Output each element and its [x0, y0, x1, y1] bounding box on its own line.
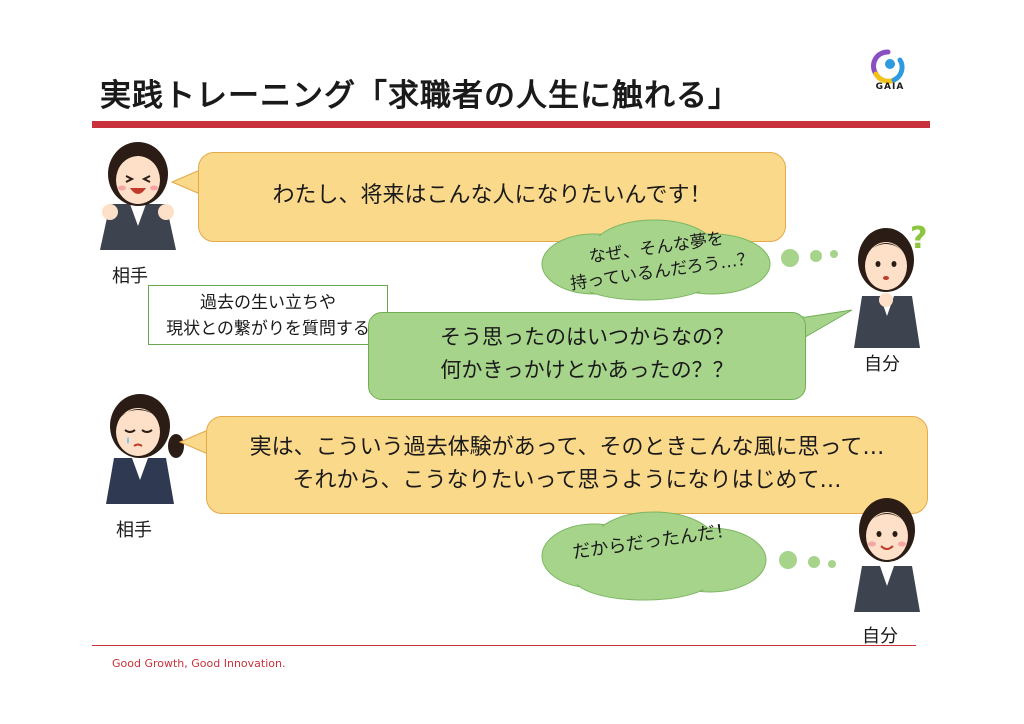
speech-text: わたし、将来はこんな人になりたいんです！ [272, 183, 712, 208]
self-label: 自分 [864, 354, 900, 375]
footer-rule [92, 645, 916, 646]
slide-title: 実践トレーニング「求職者の人生に触れる」 [100, 78, 740, 114]
title-underline [92, 121, 930, 128]
speech-text: 実は、こういう過去体験があって、そのときこんな風に思って… それから、こうなりた… [249, 435, 885, 493]
speech-tail [798, 309, 853, 342]
self-thinking-illustration: ? [854, 221, 927, 348]
self-label: 自分 [862, 626, 898, 647]
footer-tagline: Good Growth, Good Innovation. [112, 657, 286, 670]
question-text: そう思ったのはいつからなの？ 何かきっかけとかあったの？？ [440, 325, 734, 382]
partner-label: 相手 [112, 266, 148, 287]
self-question-bubble: そう思ったのはいつからなの？ 何かきっかけとかあったの？？ [368, 312, 806, 400]
logo-text: GAIA [875, 82, 905, 92]
partner-speech-bubble-2: 実は、こういう過去体験があって、そのときこんな風に思って… それから、こうなりた… [206, 416, 928, 514]
thought-cloud-2 [541, 511, 836, 601]
partner-label: 相手 [116, 520, 152, 541]
svg-text:?: ? [910, 221, 927, 256]
thought-cloud-1 [541, 219, 838, 301]
facilitator-note-box: 過去の生い立ちや 現状との繋がりを質問する [148, 285, 388, 345]
self-smiling-illustration [854, 498, 920, 612]
partner-speech-bubble-1: わたし、将来はこんな人になりたいんです！ [198, 152, 786, 242]
partner-tearful-illustration [106, 394, 184, 504]
gaia-logo-icon [871, 49, 905, 84]
partner-smiling-illustration [100, 142, 176, 250]
